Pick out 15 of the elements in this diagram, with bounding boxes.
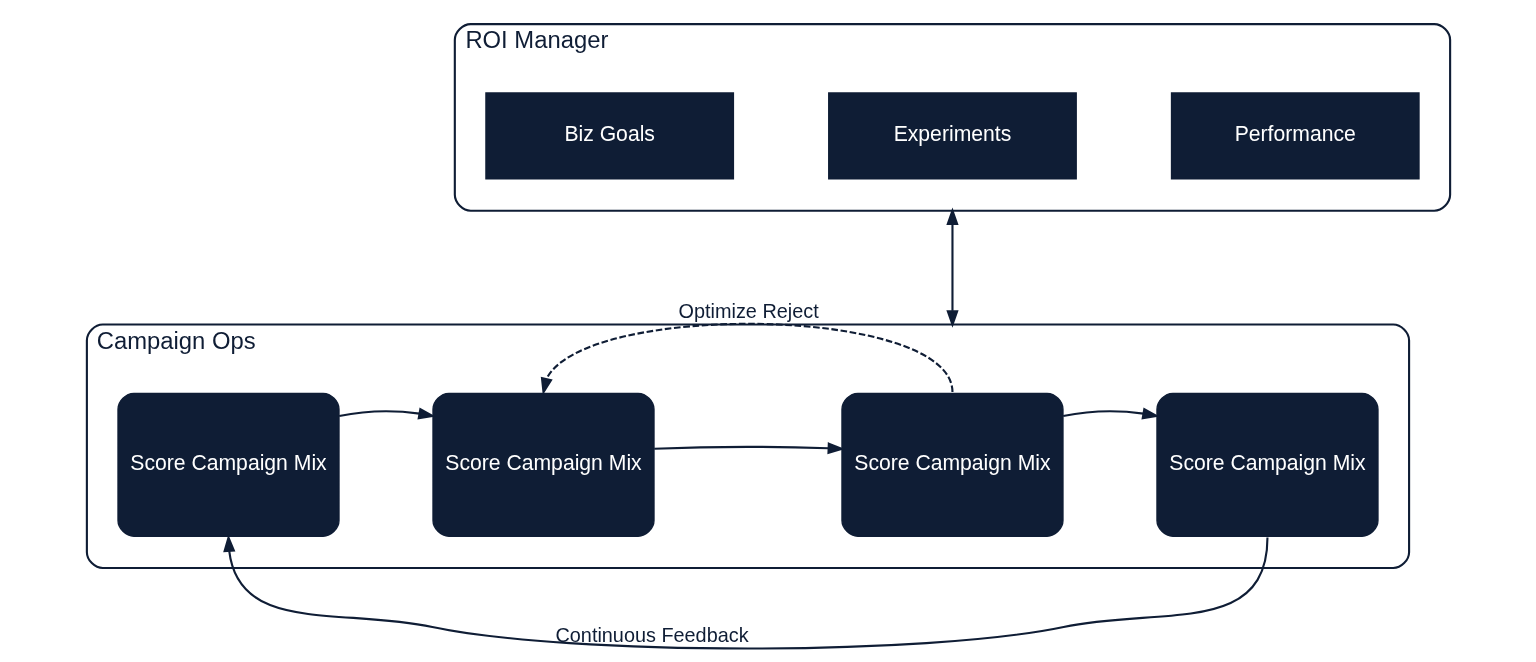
arrow bbox=[945, 207, 959, 328]
arrow bbox=[222, 534, 1269, 650]
node-box: Performance bbox=[1170, 92, 1420, 180]
node-box: Score Campaign Mix bbox=[1155, 392, 1379, 537]
node-box: Score Campaign Mix bbox=[431, 392, 655, 537]
node-box: Biz Goals bbox=[484, 92, 734, 180]
node-box: Score Campaign Mix bbox=[116, 392, 340, 537]
edge-label: Continuous Feedback bbox=[555, 623, 749, 646]
arrow bbox=[540, 323, 953, 396]
node-box: Score Campaign Mix bbox=[840, 392, 1064, 537]
arrow bbox=[338, 407, 436, 420]
arrow bbox=[1062, 407, 1160, 420]
edge-label: Optimize Reject bbox=[678, 299, 819, 322]
arrow bbox=[653, 442, 845, 455]
node-box: Experiments bbox=[827, 92, 1077, 180]
